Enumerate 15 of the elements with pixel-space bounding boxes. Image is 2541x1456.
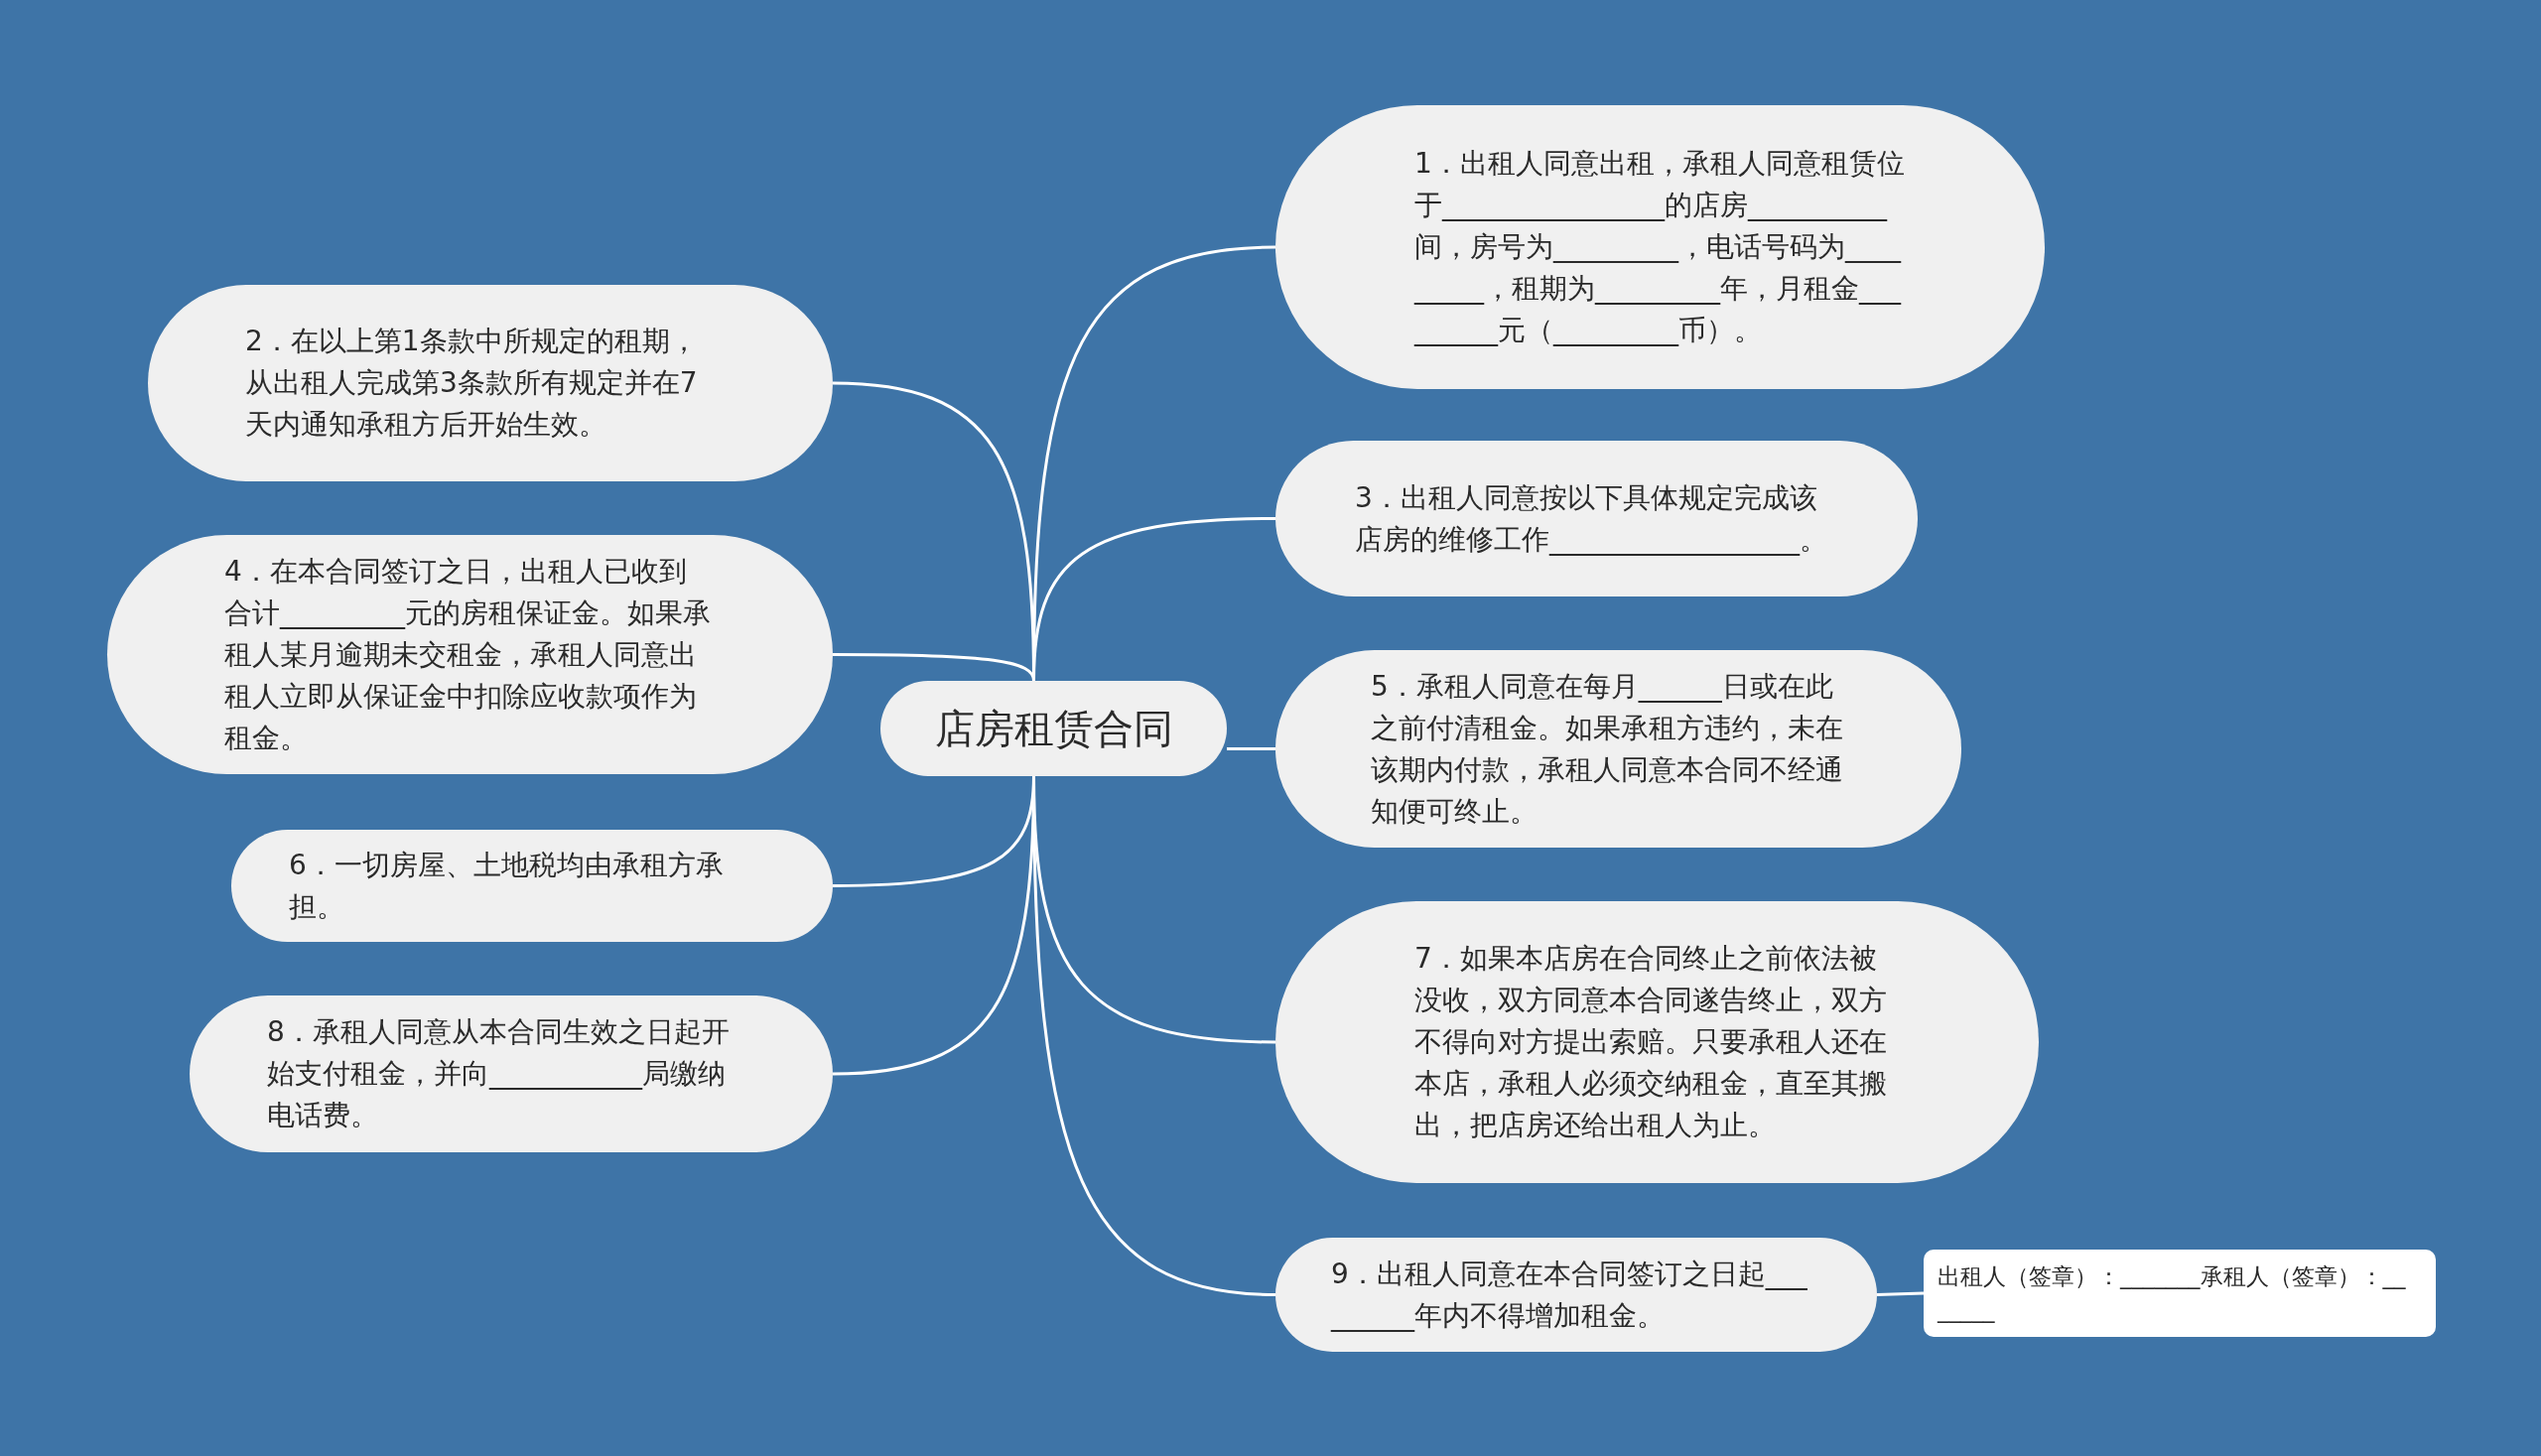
clause-text: 1．出租人同意出租，承租人同意租赁位于________________的店房__________间，房号为_________，电话号码为_________，租期为_________年，月租金_________元（_________币）。 xyxy=(1414,146,1906,348)
clause-text: 5．承租人同意在每月______日或在此之前付清租金。如果承租方违约，未在该期内付款，承租人同意本合同不经通知便可终止。 xyxy=(1371,668,1844,830)
clause-text: 4．在本合同签订之日，出租人已收到合计_________元的房租保证金。如果承租人某月逾期未交租金，承租人同意出租人立即从保证金中扣除应收款项作为租金。 xyxy=(224,553,711,756)
clause-text: 8．承租人同意从本合同生效之日起开始支付租金，并向___________局缴纳电话费。 xyxy=(267,1014,731,1133)
clause-text: 出租人（签章）：_______承租人（签章）：_______ xyxy=(1938,1262,2407,1325)
connector-line xyxy=(1227,747,1275,750)
clause-text: 2．在以上第1条款中所规定的租期，从出租人完成第3条款所有规定并在7天内通知承租方后开始生效。 xyxy=(245,324,699,443)
clause-text: 6．一切房屋、土地税均由承租方承担。 xyxy=(289,847,725,925)
clause-text: 7．如果本店房在合同终止之前依法被没收，双方同意本合同遂告终止，双方不得向对方提出索赔。只要承租人还在本店，承租人必须交纳租金，直至其搬出，把店房还给出租人为止。 xyxy=(1414,941,1888,1143)
connector-line xyxy=(1876,1291,1925,1296)
clause-text: 3．出租人同意按以下具体规定完成该店房的维修工作__________________。 xyxy=(1355,479,1828,558)
note-card xyxy=(1924,1250,2436,1337)
topic-title: 店房租赁合同 xyxy=(934,705,1173,753)
clause-text: 9．出租人同意在本合同签订之日起_________年内不得增加租金。 xyxy=(1331,1256,1807,1334)
connector-line xyxy=(833,653,1035,682)
